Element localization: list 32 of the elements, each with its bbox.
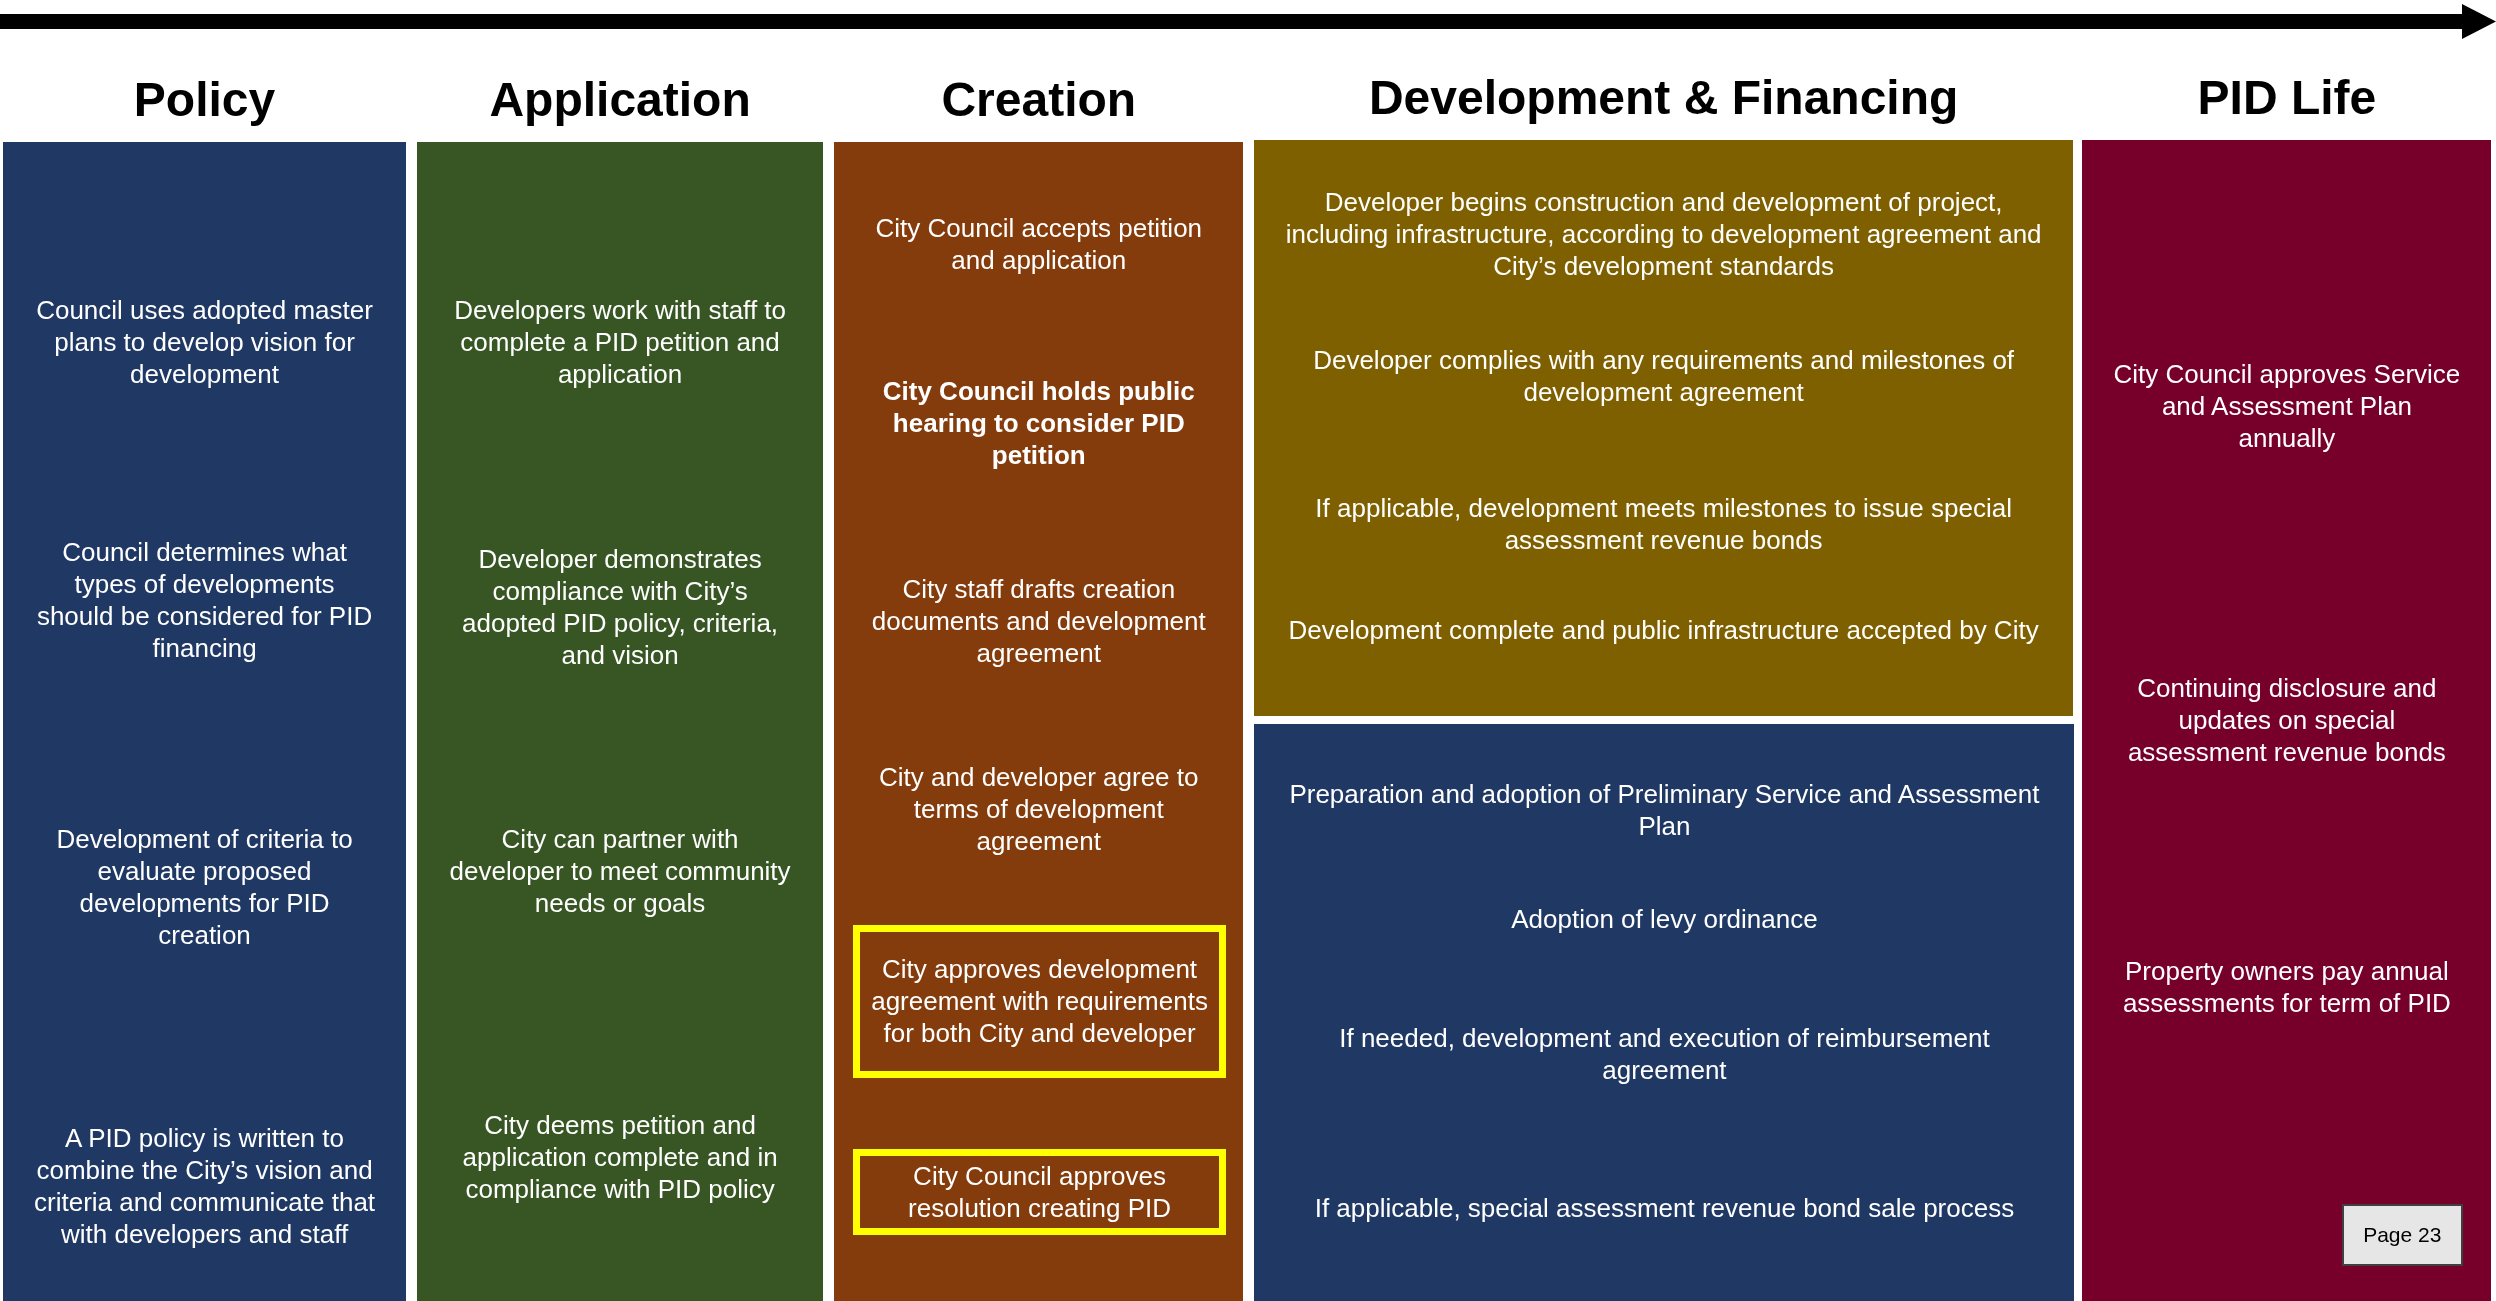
step-text: City deems petition and application complete and in compliance with PID policy: [461, 1109, 779, 1206]
step-text: City staff drafts creation documents and development agreement: [870, 572, 1207, 669]
step-text: City Council holds public hearing to consider PID petition: [881, 375, 1196, 472]
step-text: City Council accepts petition and application: [874, 211, 1204, 276]
column-heading: Application: [488, 71, 752, 127]
step-text: City Council approves Service and Assessment Plan annually: [2112, 357, 2462, 454]
step-text: Development of criteria to evaluate proposed developments for PID creation: [55, 822, 354, 951]
step-text: If applicable, special assessment revenue bond sale process: [1313, 1192, 2016, 1225]
column-heading: Development & Financing: [1367, 70, 1960, 126]
step-text: Developer demonstrates compliance with City’s adopted PID policy, criteria, and vision: [461, 542, 780, 671]
column-heading: Policy: [132, 71, 277, 127]
step-text: If applicable, development meets milestones to issue special assessment revenue bonds: [1314, 491, 2013, 556]
step-text: Developer begins construction and development of project, including infrastructure, according to development agreement and City’s development standards: [1284, 186, 2043, 282]
step-text: Developers work with staff to complete a PID petition and application: [453, 294, 787, 391]
column-heading: Creation: [940, 71, 1138, 127]
column-panel: [1254, 724, 2075, 1301]
step-text: Preparation and adoption of Preliminary Service and Assessment Plan: [1288, 778, 2041, 843]
step-text: City and developer agree to terms of development agreement: [878, 760, 1200, 857]
column-heading: PID Life: [2196, 70, 2378, 126]
step-text: A PID policy is written to combine the City’s vision and criteria and communicate that with developers and staff: [33, 1122, 376, 1251]
step-text: Development complete and public infrastructure accepted by City: [1287, 614, 2040, 647]
step-text: City can partner with developer to meet community needs or goals: [448, 822, 792, 919]
step-text: Adoption of levy ordinance: [1510, 902, 1819, 935]
step-text: If needed, development and execution of reimbursement agreement: [1338, 1021, 1991, 1086]
step-text: Developer complies with any requirements and milestones of development agreement: [1312, 343, 2016, 408]
highlighted-step-box: City Council approves resolution creating PID: [853, 1149, 1226, 1236]
step-text: Property owners pay annual assessments for term of PID: [2121, 955, 2452, 1020]
step-text: Council determines what types of developments should be considered for PID financing: [35, 536, 374, 665]
step-text: Council uses adopted master plans to develop vision for development: [35, 294, 374, 391]
highlighted-step-box: City approves development agreement with requirements for both City and developer: [853, 924, 1226, 1078]
page-number-box: Page 23: [2341, 1203, 2463, 1266]
step-text: Continuing disclosure and updates on special assessment revenue bonds: [2126, 671, 2447, 768]
